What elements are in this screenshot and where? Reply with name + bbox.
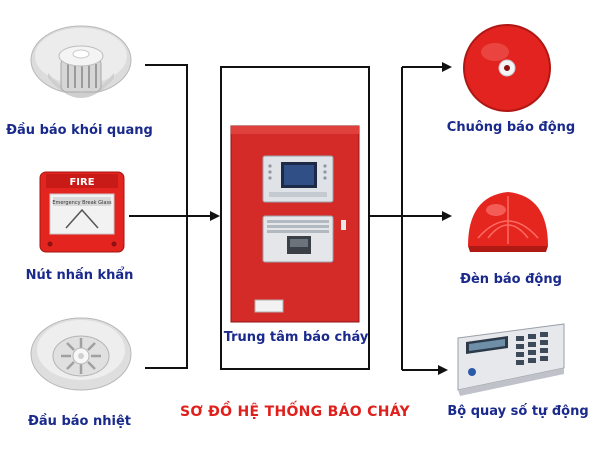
- diagram-title: SƠ ĐỒ HỆ THỐNG BÁO CHÁY: [180, 404, 410, 420]
- input-wires: [129, 64, 220, 369]
- label-smoke-detector: Đầu báo khói quang: [6, 123, 153, 138]
- label-strobe-light: Đèn báo động: [460, 272, 562, 287]
- alarm-bell-icon: [463, 24, 551, 112]
- control-center-frame: [220, 66, 370, 370]
- manual-call-point-text: FIRE: [69, 177, 94, 188]
- label-control-center: Trung tâm báo cháy: [223, 330, 369, 345]
- manual-call-point-icon: FIRE Emergency Break Glass: [39, 171, 125, 253]
- fire-alarm-control-panel-icon: [230, 125, 360, 323]
- smoke-detector-icon: [30, 25, 132, 98]
- label-auto-dialer: Bộ quay số tự động: [447, 404, 589, 419]
- auto-dialer-icon: [457, 323, 565, 396]
- heat-detector-icon: [30, 317, 132, 391]
- label-manual-call-point: Nút nhấn khẩn: [25, 268, 134, 283]
- output-wires: [369, 62, 452, 375]
- manual-call-point-subtext: Emergency Break Glass: [52, 200, 112, 206]
- label-alarm-bell: Chuông báo động: [446, 120, 576, 135]
- strobe-light-icon: [468, 192, 548, 252]
- label-heat-detector: Đầu báo nhiệt: [28, 414, 131, 429]
